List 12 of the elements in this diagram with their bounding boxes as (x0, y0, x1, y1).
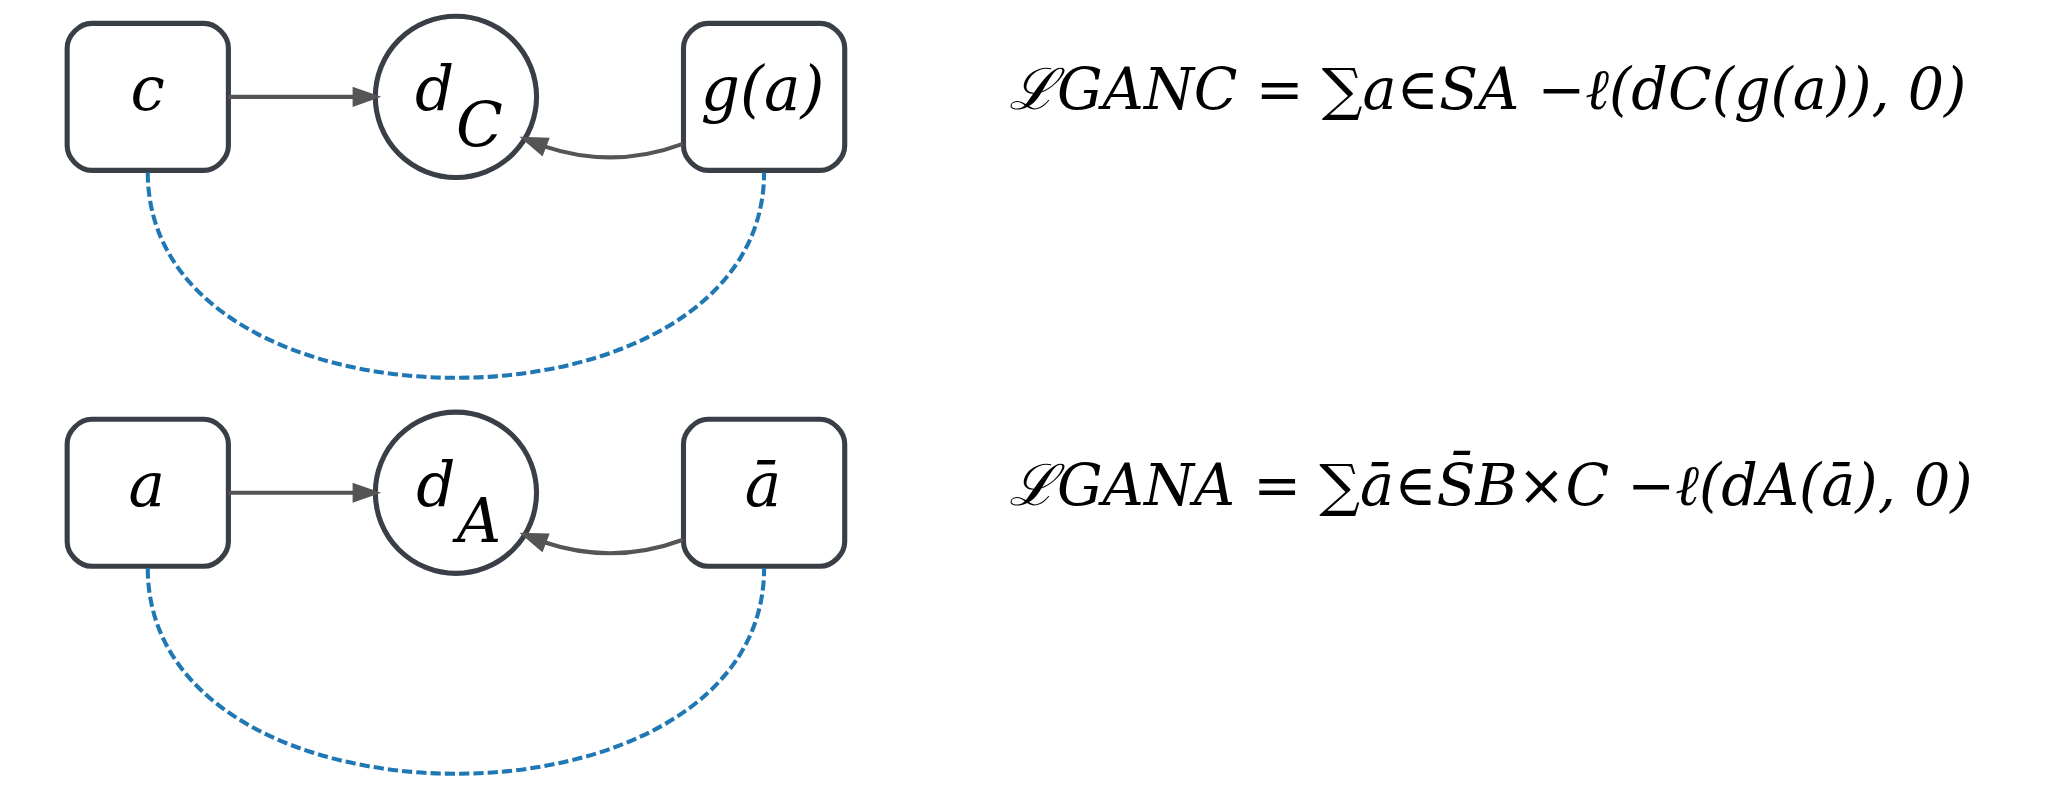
label: ℒGANA = ∑ā∈S̄B×C −ℓ(dA(ā), 0) (1008, 451, 1973, 518)
connector (145, 172, 766, 380)
arrow (518, 136, 684, 160)
node-box: c (64, 20, 231, 173)
arrow (227, 482, 381, 503)
node-box: g(a) (680, 20, 847, 173)
label: ℒGANC = ∑a∈SA −ℓ(dC(g(a)), 0) (1008, 55, 1966, 122)
arrow (518, 532, 684, 556)
arrow (227, 86, 381, 107)
node-box: ā (680, 416, 847, 569)
node-box: a (64, 416, 231, 569)
connector (145, 567, 766, 776)
